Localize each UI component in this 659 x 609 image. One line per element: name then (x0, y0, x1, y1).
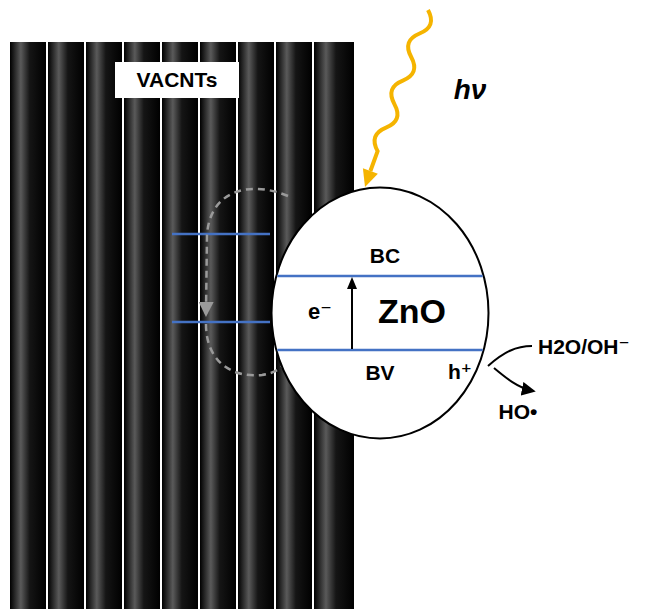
band-label: BV (365, 361, 394, 384)
light-label: hν (454, 75, 487, 106)
nanotube (86, 42, 122, 609)
cnt-energy-level (172, 321, 270, 324)
product-label: HO• (499, 400, 538, 423)
light-arrowhead (363, 168, 378, 187)
zno-particle: BC ZnO e⁻ BV h⁺ (270, 186, 490, 440)
excitation-arrowhead (347, 277, 357, 289)
reaction-line (488, 346, 532, 366)
nanotube (10, 42, 46, 609)
nanotube (238, 42, 274, 609)
particle-circle (272, 188, 489, 439)
nanotube (124, 42, 160, 609)
charge-label: e⁻ (308, 300, 332, 324)
band-edge-line (277, 349, 482, 352)
excitation-arrow (351, 287, 353, 349)
light-wave (370, 10, 431, 171)
charge-label: h⁺ (448, 360, 472, 383)
material-label-box: VACNTs (115, 62, 240, 97)
nanotube (162, 42, 198, 609)
reaction-arrow (494, 368, 533, 391)
node-label: VACNTs (137, 68, 218, 91)
material-name: ZnO (378, 293, 446, 330)
reactant-label: H2O/OH⁻ (538, 335, 630, 358)
band-edge-line (277, 275, 482, 278)
cnt-energy-level (172, 233, 270, 236)
nanotube (48, 42, 84, 609)
band-label: BC (370, 244, 400, 267)
